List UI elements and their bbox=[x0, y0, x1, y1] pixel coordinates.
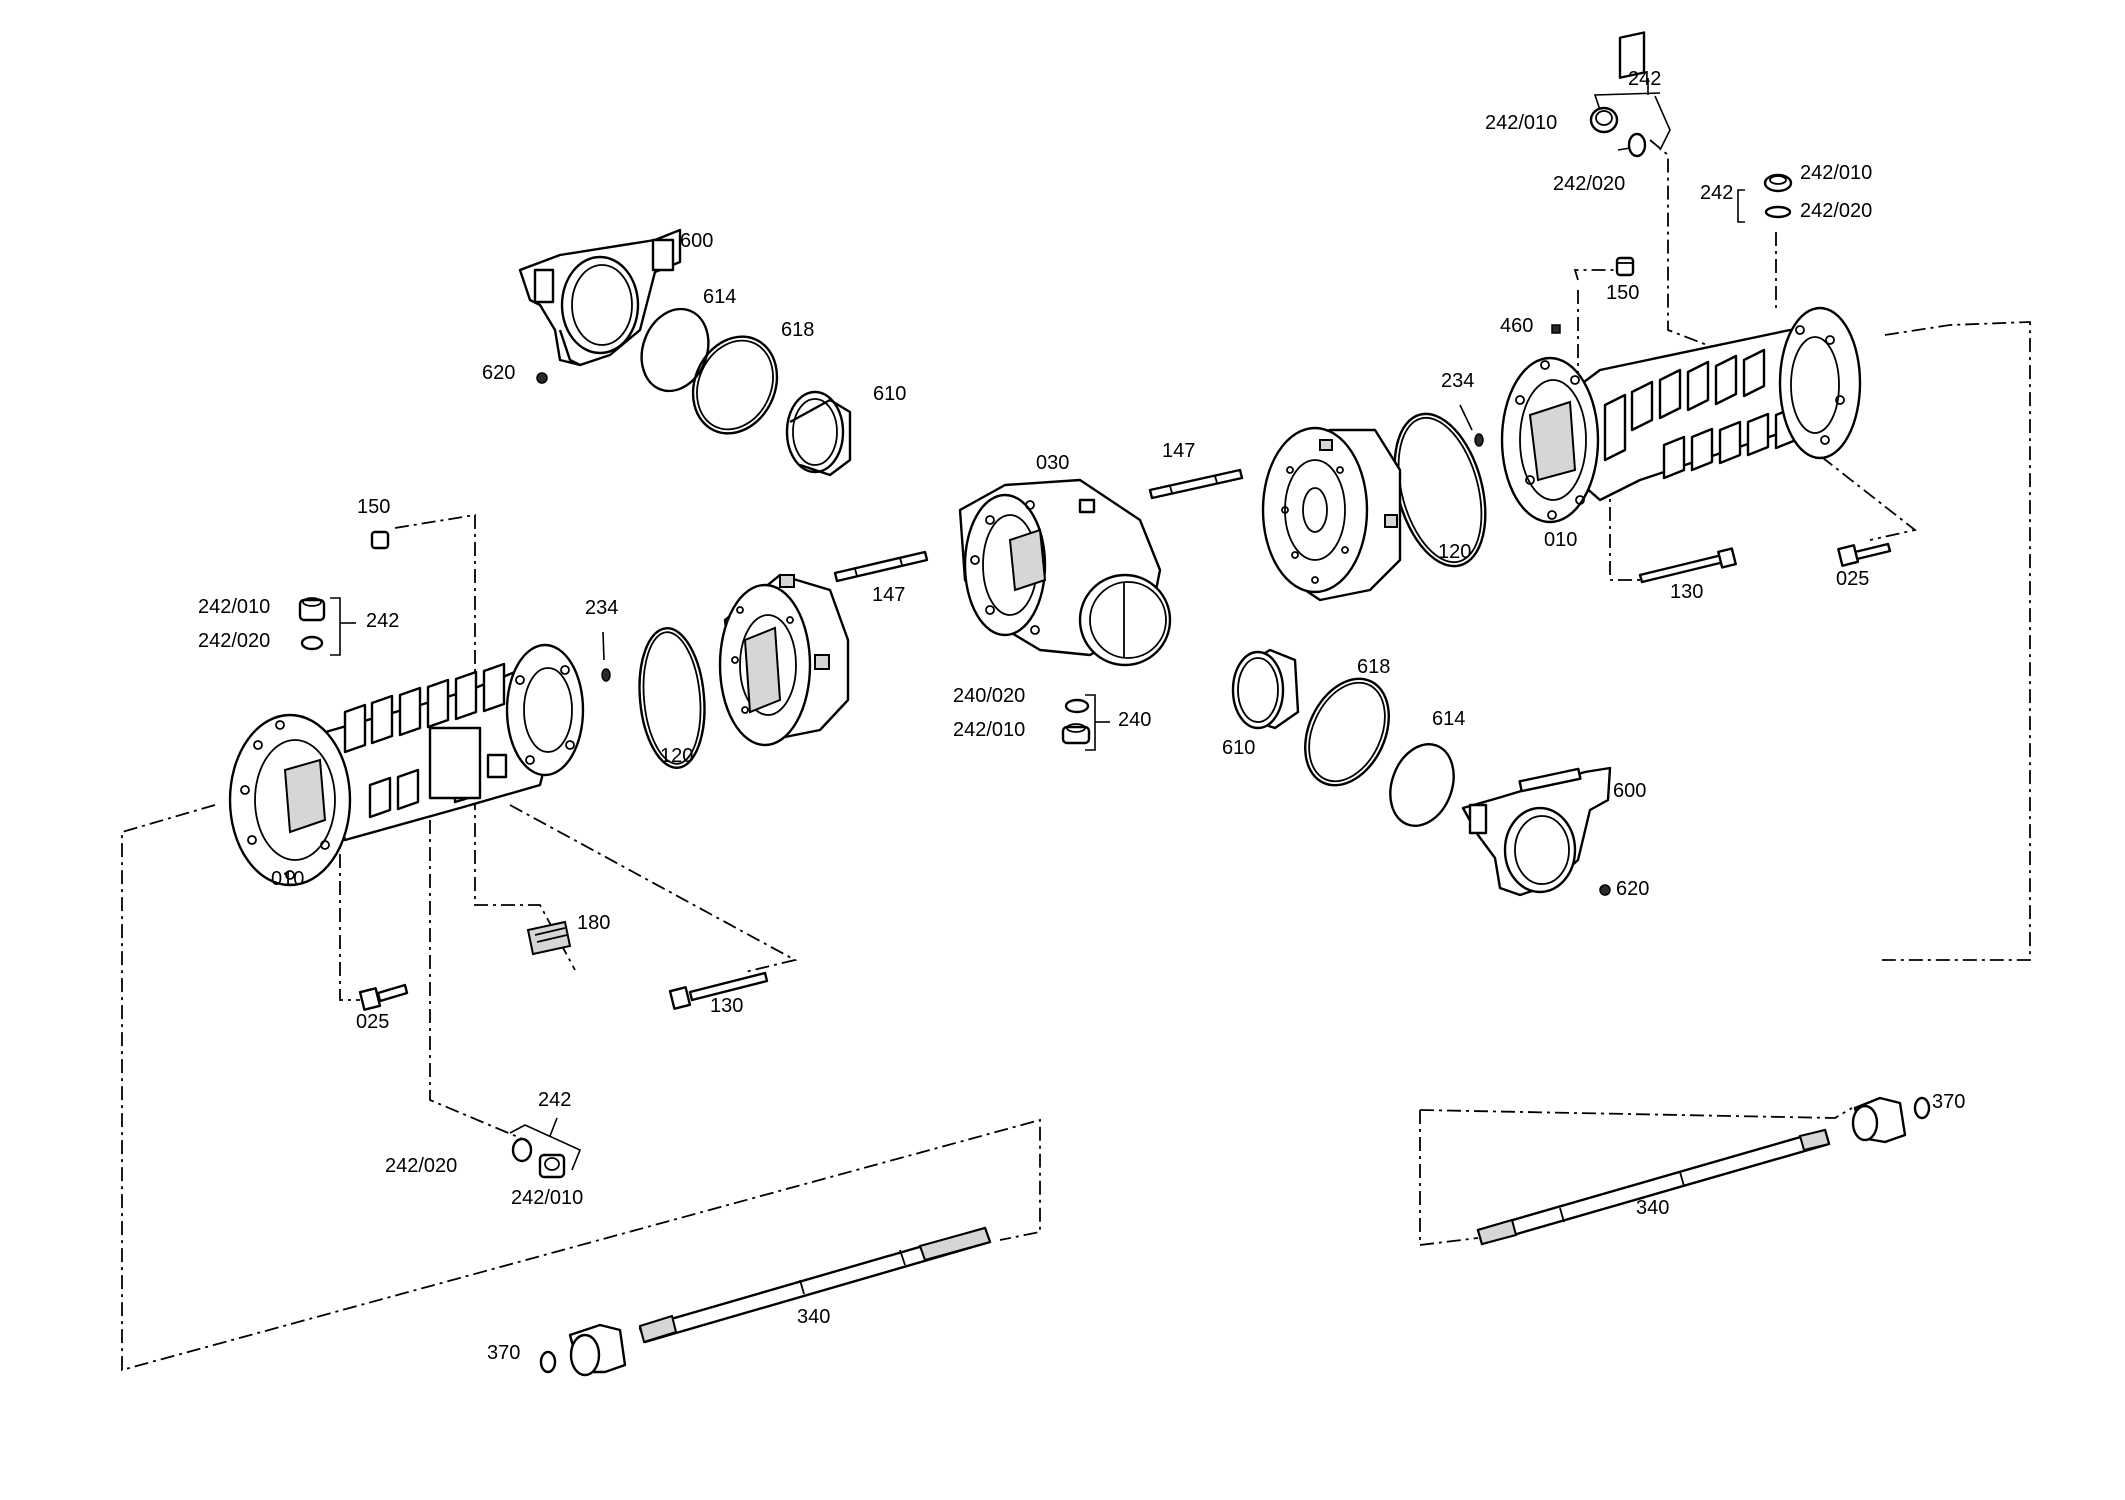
bolt-130-left bbox=[668, 971, 769, 1010]
seal-618-top bbox=[691, 335, 779, 435]
label-242-010: 242/010 bbox=[1800, 162, 1872, 184]
o-ring-614-top bbox=[640, 307, 710, 393]
label-618: 618 bbox=[781, 319, 814, 341]
label-242-010: 242/010 bbox=[511, 1187, 583, 1209]
pin-147-left bbox=[833, 550, 929, 583]
label-234: 234 bbox=[1441, 370, 1474, 392]
label-242-020: 242/020 bbox=[1800, 200, 1872, 222]
label-610: 610 bbox=[873, 383, 906, 405]
label-147: 147 bbox=[872, 584, 905, 606]
plug-set-242-left bbox=[298, 597, 356, 656]
label-242: 242 bbox=[366, 610, 399, 632]
label-240: 240 bbox=[1118, 709, 1151, 731]
plug-150-right bbox=[1615, 256, 1635, 277]
label-180: 180 bbox=[577, 912, 610, 934]
assembly-lines bbox=[121, 139, 2031, 1372]
bracket-600-bottom bbox=[1461, 766, 1612, 897]
label-618: 618 bbox=[1357, 656, 1390, 678]
label-242-010: 242/010 bbox=[953, 719, 1025, 741]
label-460: 460 bbox=[1500, 315, 1533, 337]
plug-150-left bbox=[370, 530, 390, 550]
label-240-020: 240/020 bbox=[953, 685, 1025, 707]
o-ring-614-bottom bbox=[1389, 743, 1455, 827]
spline-hub-370-right bbox=[1851, 1096, 1931, 1144]
plug-set-240 bbox=[1061, 694, 1110, 751]
pin-234-left bbox=[602, 631, 605, 661]
label-120: 120 bbox=[660, 745, 693, 767]
label-370: 370 bbox=[487, 1342, 520, 1364]
label-620: 620 bbox=[1616, 878, 1649, 900]
label-147: 147 bbox=[1162, 440, 1195, 462]
brake-pack-left bbox=[718, 573, 850, 747]
label-340: 340 bbox=[1636, 1197, 1669, 1219]
label-130: 130 bbox=[1670, 581, 1703, 603]
label-234: 234 bbox=[585, 597, 618, 619]
label-242-010: 242/010 bbox=[1485, 112, 1557, 134]
label-010: 010 bbox=[1544, 529, 1577, 551]
label-340: 340 bbox=[797, 1306, 830, 1328]
screw-620-bottom bbox=[1599, 884, 1611, 896]
bolt-130-right bbox=[1638, 547, 1737, 584]
o-ring-120-left bbox=[638, 627, 706, 769]
label-614: 614 bbox=[1432, 708, 1465, 730]
pin-460 bbox=[1551, 324, 1561, 334]
label-614: 614 bbox=[703, 286, 736, 308]
label-242-020: 242/020 bbox=[198, 630, 270, 652]
bearing-ring-610-bottom bbox=[1231, 648, 1300, 730]
label-370: 370 bbox=[1932, 1091, 1965, 1113]
seal-618-bottom bbox=[1304, 677, 1390, 787]
bearing-ring-610-top bbox=[785, 390, 852, 477]
axle-housing-right bbox=[1500, 31, 1862, 524]
plate-180 bbox=[526, 920, 572, 956]
pin-234-right-head bbox=[1474, 433, 1484, 447]
label-150: 150 bbox=[1606, 282, 1639, 304]
label-242-020: 242/020 bbox=[385, 1155, 457, 1177]
pin-234-right bbox=[1459, 404, 1473, 431]
shaft-340-right bbox=[1476, 1128, 1831, 1246]
bolt-025-right bbox=[1837, 542, 1892, 567]
spline-hub-370-left bbox=[539, 1323, 627, 1377]
bracket-600-top bbox=[518, 228, 682, 367]
label-120: 120 bbox=[1438, 541, 1471, 563]
shaft-340-left bbox=[638, 1226, 992, 1344]
part-labels: 242 242/010 242/020 242 242/010 242/020 … bbox=[198, 68, 1965, 1364]
axle-housing-left bbox=[228, 643, 585, 887]
label-025: 025 bbox=[1836, 568, 1869, 590]
bolt-025-left bbox=[358, 983, 409, 1011]
brake-pack-right bbox=[1261, 426, 1402, 602]
plug-set-242-bottom-left bbox=[509, 1117, 582, 1179]
label-242-010: 242/010 bbox=[198, 596, 270, 618]
label-150: 150 bbox=[357, 496, 390, 518]
pin-234-left-head bbox=[601, 668, 611, 682]
pin-147-right bbox=[1148, 468, 1244, 500]
plug-set-top-right bbox=[1589, 78, 1793, 223]
label-600: 600 bbox=[680, 230, 713, 252]
label-620: 620 bbox=[482, 362, 515, 384]
label-130: 130 bbox=[710, 995, 743, 1017]
label-600: 600 bbox=[1613, 780, 1646, 802]
label-030: 030 bbox=[1036, 452, 1069, 474]
label-242: 242 bbox=[1700, 182, 1733, 204]
label-242: 242 bbox=[538, 1089, 571, 1111]
label-025: 025 bbox=[356, 1011, 389, 1033]
differential-housing-030 bbox=[958, 478, 1172, 667]
screw-620-top bbox=[536, 372, 548, 384]
label-242: 242 bbox=[1628, 68, 1661, 90]
label-242-020: 242/020 bbox=[1553, 173, 1625, 195]
label-010: 010 bbox=[271, 868, 304, 890]
label-610: 610 bbox=[1222, 737, 1255, 759]
